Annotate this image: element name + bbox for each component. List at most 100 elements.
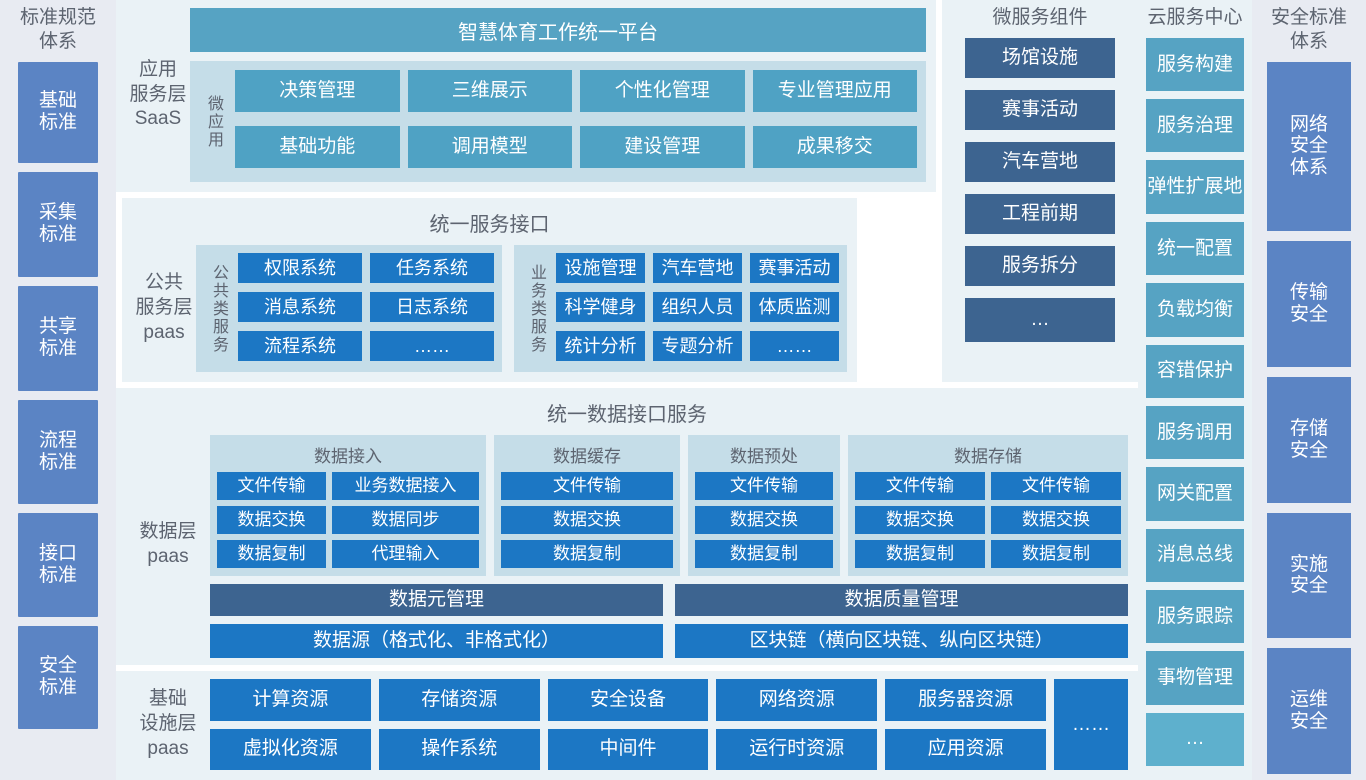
blockchain-box[interactable]: 区块链（横向区块链、纵向区块链）: [675, 624, 1128, 658]
infra-virtualization-resource[interactable]: 虚拟化资源: [210, 728, 371, 770]
infra-operating-system[interactable]: 操作系统: [378, 728, 540, 770]
standards-item-collection[interactable]: 采集 标准: [18, 171, 98, 277]
security-item-network[interactable]: 网络 安全 体系: [1267, 61, 1351, 232]
cloud-load-balancing[interactable]: 负载均衡: [1146, 283, 1244, 337]
data-access-data-exchange[interactable]: 数据交换: [217, 506, 326, 534]
security-item-operation-maintenance[interactable]: 运维 安全: [1267, 648, 1351, 775]
data-source-box[interactable]: 数据源（格式化、非格式化）: [210, 624, 663, 658]
service-log-system[interactable]: 日志系统: [370, 292, 494, 322]
cloud-service-invocation[interactable]: 服务调用: [1146, 405, 1244, 460]
cloud-service-tracking[interactable]: 服务跟踪: [1146, 589, 1244, 644]
data-storage-file-transfer-1[interactable]: 文件传输: [855, 472, 985, 500]
service-permission-system[interactable]: 权限系统: [238, 253, 362, 283]
infra-server-resource[interactable]: 服务器资源: [885, 679, 1046, 721]
service-public-more-ellipsis[interactable]: ……: [370, 331, 494, 361]
cloud-message-bus[interactable]: 消息总线: [1146, 528, 1244, 582]
service-message-system[interactable]: 消息系统: [238, 292, 362, 322]
microservice-venue-facility[interactable]: 场馆设施: [965, 37, 1115, 78]
microservice-project-preliminary[interactable]: 工程前期: [965, 193, 1115, 234]
cloud-fault-tolerance[interactable]: 容错保护: [1146, 344, 1244, 398]
data-storage-data-replication-2[interactable]: 数据复制: [991, 540, 1121, 568]
data-cache-data-exchange[interactable]: 数据交换: [501, 506, 673, 534]
microservice-more-ellipsis[interactable]: …: [965, 297, 1115, 342]
cloud-service-governance[interactable]: 服务治理: [1146, 99, 1244, 153]
service-event-activity[interactable]: 赛事活动: [750, 253, 839, 283]
data-preprocess-data-replication[interactable]: 数据复制: [695, 540, 833, 568]
infra-network-resource[interactable]: 网络资源: [716, 679, 878, 721]
standards-item-foundation[interactable]: 基础 标准: [18, 61, 98, 163]
micro-app-professional-management[interactable]: 专业管理应用: [752, 70, 917, 112]
data-preprocess-file-transfer[interactable]: 文件传输: [695, 472, 833, 500]
security-item-transmission[interactable]: 传输 安全: [1267, 241, 1351, 367]
data-storage-data-exchange-1[interactable]: 数据交换: [855, 506, 985, 534]
data-storage-file-transfer-2[interactable]: 文件传输: [991, 472, 1121, 500]
cloud-gateway-configuration[interactable]: 网关配置: [1146, 467, 1244, 521]
cloud-service-construction[interactable]: 服务构建: [1146, 37, 1244, 92]
micro-app-basic-function[interactable]: 基础功能: [235, 125, 400, 168]
cloud-elastic-expansion[interactable]: 弹性扩展地: [1146, 160, 1244, 214]
data-access-file-transfer[interactable]: 文件传输: [217, 472, 326, 500]
security-column-title: 安全标准 体系: [1269, 0, 1349, 62]
security-om-line-1: 运维: [1289, 689, 1328, 711]
cloud-transaction-management[interactable]: 事物管理: [1146, 651, 1244, 705]
standards-item-security[interactable]: 安全 标准: [18, 625, 98, 729]
standards-item-sharing[interactable]: 共享 标准: [18, 285, 98, 391]
security-item-storage[interactable]: 存储 安全: [1267, 376, 1351, 503]
cloud-unified-configuration[interactable]: 统一配置: [1146, 221, 1244, 276]
service-groups: 公共类服务 权限系统 任务系统 消息系统 日志系统 流程系统: [196, 245, 847, 372]
service-facility-management[interactable]: 设施管理: [556, 253, 645, 283]
micro-app-construction-management[interactable]: 建设管理: [580, 125, 745, 168]
infrastructure-row-1: 计算资源 存储资源 安全设备 网络资源 服务器资源: [210, 679, 1046, 721]
security-item-implementation[interactable]: 实施 安全: [1267, 512, 1351, 639]
cloud-more-ellipsis[interactable]: …: [1146, 712, 1244, 767]
micro-app-3d-display[interactable]: 三维展示: [407, 70, 572, 112]
service-organization-personnel[interactable]: 组织人员: [653, 292, 742, 322]
standards-item-process[interactable]: 流程 标准: [18, 399, 98, 504]
public-service-vertical-label: 公共类服务: [210, 263, 227, 354]
standards-column-title: 标准规范 体系: [18, 0, 98, 62]
service-task-system[interactable]: 任务系统: [370, 253, 494, 283]
data-label-line-2: paas: [147, 546, 189, 567]
microservice-event-activity[interactable]: 赛事活动: [965, 89, 1115, 130]
application-layer-content: 智慧体育工作统一平台 微应用 决策管理 三维展示 个性化管理 专业管理应用: [190, 8, 926, 182]
infra-middleware[interactable]: 中间件: [547, 728, 709, 770]
data-access-row-3: 数据复制 代理输入: [217, 540, 479, 568]
infrastructure-content: 计算资源 存储资源 安全设备 网络资源 服务器资源 虚拟化资源 操作系统 中间件…: [210, 679, 1128, 770]
micro-app-decision-management[interactable]: 决策管理: [235, 70, 400, 112]
security-implementation-line-2: 安全: [1289, 575, 1328, 597]
standards-item-interface[interactable]: 接口 标准: [18, 512, 98, 617]
micro-app-result-handover[interactable]: 成果移交: [752, 125, 917, 168]
infra-storage-resource[interactable]: 存储资源: [378, 679, 540, 721]
service-business-more-ellipsis[interactable]: ……: [750, 331, 839, 361]
data-quality-management[interactable]: 数据质量管理: [675, 584, 1128, 616]
micro-app-personalized-management[interactable]: 个性化管理: [580, 70, 745, 112]
data-cache-file-transfer[interactable]: 文件传输: [501, 472, 673, 500]
data-access-business-data-access[interactable]: 业务数据接入: [331, 472, 479, 500]
service-thematic-analysis[interactable]: 专题分析: [653, 331, 742, 361]
infra-security-device[interactable]: 安全设备: [547, 679, 709, 721]
microservice-service-split[interactable]: 服务拆分: [965, 245, 1115, 286]
service-physique-monitoring[interactable]: 体质监测: [750, 292, 839, 322]
data-access-proxy-input[interactable]: 代理输入: [331, 540, 479, 568]
data-preprocess-data-exchange[interactable]: 数据交换: [695, 506, 833, 534]
service-statistical-analysis[interactable]: 统计分析: [556, 331, 645, 361]
service-process-system[interactable]: 流程系统: [238, 331, 362, 361]
data-storage-data-exchange-2[interactable]: 数据交换: [991, 506, 1121, 534]
data-storage-group: 数据存储 文件传输 文件传输 数据交换 数据交换: [848, 435, 1128, 576]
microservice-car-camp[interactable]: 汽车营地: [965, 141, 1115, 182]
data-cache-data-replication[interactable]: 数据复制: [501, 540, 673, 568]
data-access-data-replication[interactable]: 数据复制: [217, 540, 326, 568]
infra-compute-resource[interactable]: 计算资源: [210, 679, 371, 721]
data-element-management[interactable]: 数据元管理: [210, 584, 663, 616]
data-access-data-sync[interactable]: 数据同步: [331, 506, 479, 534]
data-storage-data-replication-1[interactable]: 数据复制: [855, 540, 985, 568]
standards-item-security-line-1: 安全: [38, 655, 77, 677]
service-car-camp[interactable]: 汽车营地: [653, 253, 742, 283]
infra-application-resource[interactable]: 应用资源: [885, 728, 1046, 770]
public-service-grid: 权限系统 任务系统 消息系统 日志系统 流程系统 ……: [238, 253, 494, 364]
standards-title-line-1: 标准规范: [19, 7, 96, 28]
infra-runtime-resource[interactable]: 运行时资源: [716, 728, 878, 770]
micro-app-call-model[interactable]: 调用模型: [407, 125, 572, 168]
service-scientific-fitness[interactable]: 科学健身: [556, 292, 645, 322]
infra-more-ellipsis[interactable]: ……: [1054, 679, 1128, 770]
